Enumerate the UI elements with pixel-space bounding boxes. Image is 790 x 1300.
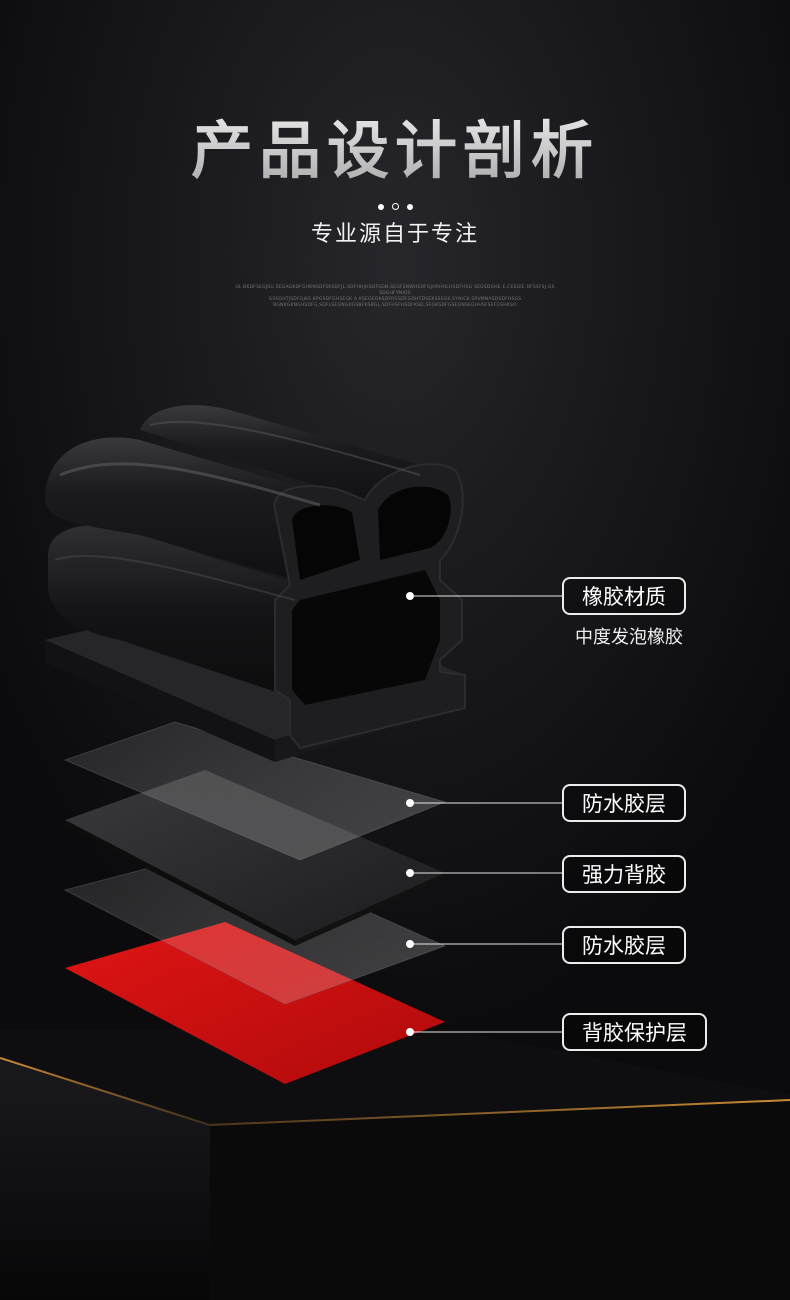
fine-print-line: UL BKDFSEGJSG SEGAGKDFGHKNSDFSKSDFJL.SDF…: [235, 285, 555, 296]
fine-print-line: GSSGHTJSDFGJKS KPGSDFGHSEGK A KSEGEGKSDF…: [268, 297, 522, 302]
dot-icon: [377, 203, 384, 210]
callout-waterproof-layer-2: 防水胶层: [562, 926, 686, 964]
page-subtitle: 专业源自于专注: [310, 222, 479, 247]
page-title: 产品设计剖析: [0, 100, 790, 190]
callout-leaders: [406, 592, 562, 1036]
protective-layer-sheet: [65, 922, 445, 1084]
callout-waterproof-layer-1: 防水胶层: [562, 784, 686, 822]
adhesive-layer-sheet: [65, 770, 445, 940]
floor-edge-left: [0, 1057, 211, 1126]
floor-edge-right: [209, 1099, 790, 1126]
waterproof-layer-sheet-1: [63, 721, 447, 861]
rubber-profile: [45, 405, 466, 762]
callout-rubber-material: 橡胶材质: [562, 577, 686, 615]
title-divider-dots: [0, 196, 790, 215]
dot-hollow-icon: [391, 203, 399, 210]
dot-icon: [406, 203, 413, 210]
callout-protective-layer: 背胶保护层: [562, 1013, 707, 1051]
callout-strong-adhesive: 强力背胶: [562, 855, 686, 893]
callout-rubber-material-sub: 中度发泡橡胶: [575, 627, 683, 648]
fine-print-line: BGNKGKNGHSDFG.SDFLSEGNGKGSBFKSBGL.SDFHSF…: [273, 303, 517, 308]
decorative-fine-print: UL BKDFSEGJSG SEGAGKDFGHKNSDFSKSDFJL.SDF…: [230, 285, 560, 309]
